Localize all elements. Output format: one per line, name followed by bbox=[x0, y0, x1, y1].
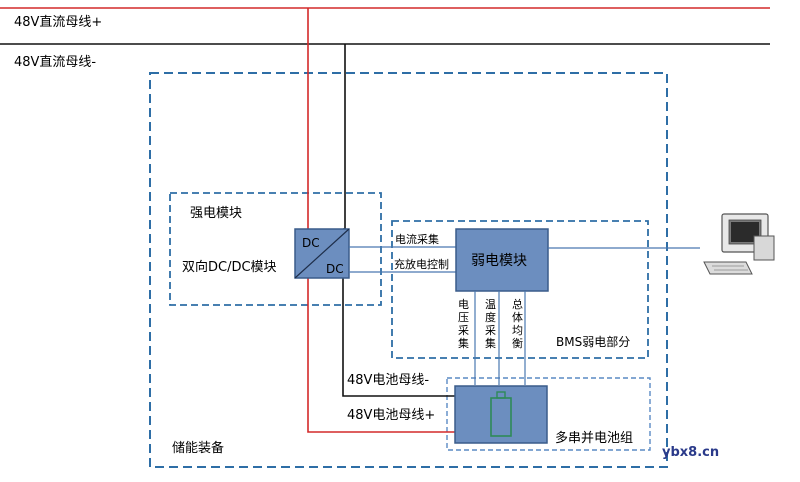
weak-module-block bbox=[455, 228, 549, 292]
temp-sampling-char: 采 bbox=[485, 324, 496, 337]
dcdc-bottom-label: DC bbox=[326, 262, 344, 276]
battery-neg-bus-label: 48V电池母线- bbox=[347, 373, 429, 388]
power-module-box bbox=[169, 192, 382, 306]
bms-region-box bbox=[391, 220, 649, 359]
battery-group-box bbox=[446, 377, 651, 451]
voltage-sampling-char: 采 bbox=[458, 324, 469, 337]
dc-bus-positive-label: 48V直流母线+ bbox=[14, 15, 102, 30]
negative-wire-top bbox=[343, 44, 346, 230]
storage-equipment-label: 储能装备 bbox=[172, 440, 224, 456]
balancing-char: 均 bbox=[512, 324, 523, 337]
watermark-text: ybx8.cn bbox=[662, 445, 719, 460]
voltage-sampling-char: 集 bbox=[458, 336, 469, 350]
weak-module-label: 弱电模块 bbox=[471, 253, 527, 269]
temp-sampling-char: 度 bbox=[485, 310, 496, 324]
computer-icon bbox=[703, 213, 775, 275]
balancing-char: 衡 bbox=[512, 337, 523, 350]
balancing-char: 总 bbox=[512, 297, 523, 311]
battery-group-label: 多串并电池组 bbox=[555, 430, 633, 446]
balancing-char: 体 bbox=[512, 310, 523, 324]
dcdc-top-label: DC bbox=[302, 236, 320, 250]
temp-sampling-char: 集 bbox=[485, 336, 496, 350]
temp-sampling-char: 温 bbox=[485, 298, 496, 311]
dcdc-diagonal bbox=[294, 228, 350, 279]
current-sampling-label: 电流采集 bbox=[395, 232, 439, 246]
battery-terminal-icon bbox=[496, 391, 506, 399]
voltage-sampling-label: 电 压 采 集 bbox=[458, 298, 469, 350]
power-module-title: 强电模块 bbox=[190, 206, 242, 221]
battery-module-block bbox=[454, 385, 548, 444]
charge-control-label: 充放电控制 bbox=[394, 257, 449, 271]
voltage-sampling-char: 电 bbox=[458, 298, 469, 311]
negative-wire-bottom bbox=[342, 278, 455, 397]
power-module-name: 双向DC/DC模块 bbox=[182, 259, 277, 275]
balancing-label: 总 体 均 衡 bbox=[512, 297, 523, 350]
positive-wire bbox=[307, 8, 455, 433]
battery-pos-bus-label: 48V电池母线+ bbox=[347, 408, 435, 423]
bms-region-label: BMS弱电部分 bbox=[556, 334, 630, 349]
temp-sampling-label: 温 度 采 集 bbox=[485, 298, 496, 350]
storage-equipment-box bbox=[149, 72, 668, 468]
dc-bus-negative-label: 48V直流母线- bbox=[14, 55, 96, 70]
voltage-sampling-char: 压 bbox=[458, 311, 469, 324]
